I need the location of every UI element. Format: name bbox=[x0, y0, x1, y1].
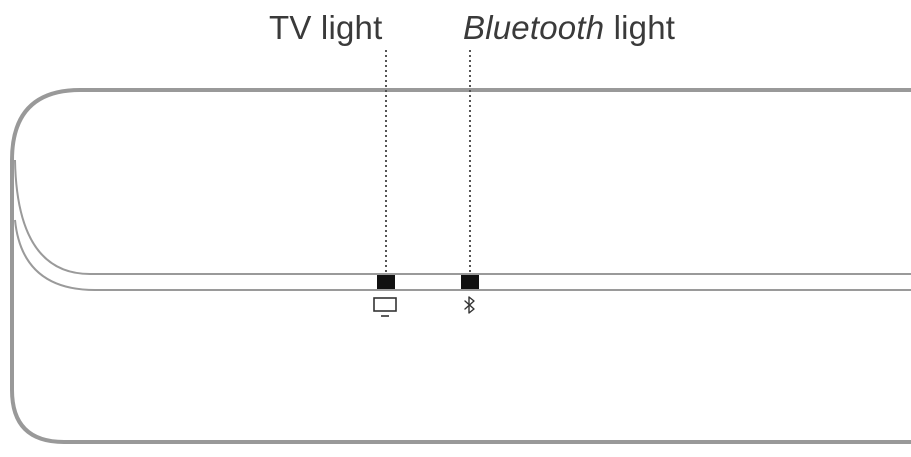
soundbar-outline bbox=[12, 90, 911, 442]
bluetooth-icon bbox=[465, 297, 474, 313]
tv-light bbox=[377, 275, 395, 289]
bluetooth-light bbox=[461, 275, 479, 289]
soundbar-top-edge bbox=[15, 160, 911, 274]
tv-icon bbox=[374, 298, 396, 316]
